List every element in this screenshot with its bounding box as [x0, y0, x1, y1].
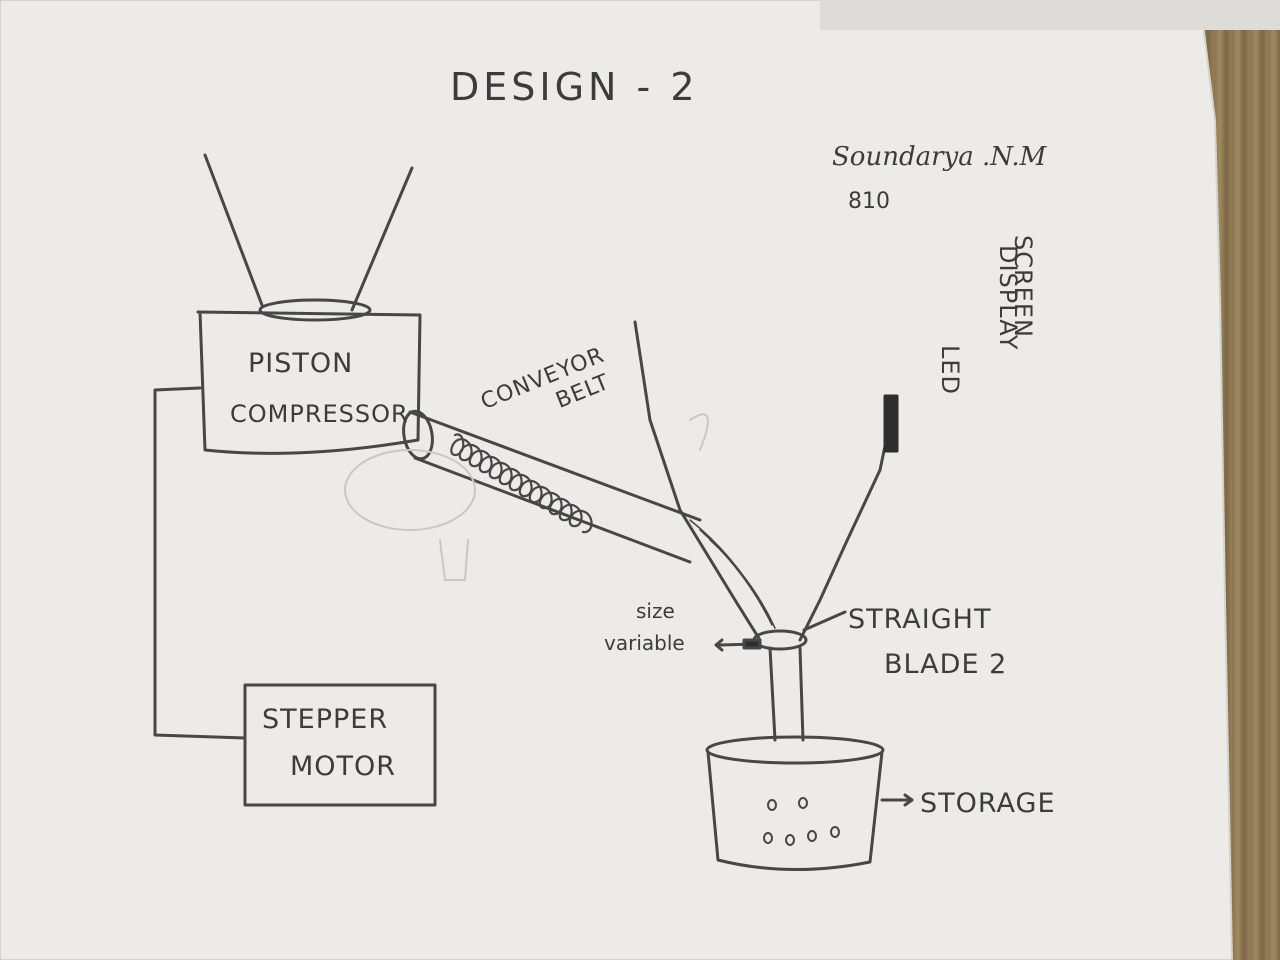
size-label: size — [636, 599, 675, 623]
blade-label: BLADE 2 — [884, 649, 1007, 680]
erased-pencil-marks — [344, 413, 709, 581]
stepper-label: STEPPER — [262, 704, 388, 735]
cutting-funnel — [633, 320, 899, 642]
display-label: DISPLAY — [994, 245, 1022, 350]
compressor-label: COMPRESSOR — [230, 400, 409, 428]
hopper-funnel — [203, 153, 414, 322]
variable-label: variable — [604, 631, 685, 655]
paper-top-strip — [820, 0, 1280, 30]
discharge-tube — [768, 646, 805, 742]
storage-label: STORAGE — [920, 788, 1056, 819]
storage-container — [705, 735, 914, 872]
author-name: Soundarya .N.M — [832, 142, 1048, 172]
straight-label: STRAIGHT — [848, 604, 991, 635]
stepper-motor-box — [243, 683, 437, 807]
control-wire — [153, 386, 247, 740]
stored-product-dots — [763, 797, 840, 846]
piston-compressor-box — [196, 310, 422, 455]
screen-label: SCREEN — [1009, 235, 1037, 338]
author-number: 810 — [848, 189, 890, 214]
design-title: DESIGN - 2 — [450, 65, 699, 109]
motor-label: MOTOR — [290, 751, 396, 782]
piston-label: PISTON — [248, 348, 353, 379]
straight-blade — [714, 610, 847, 652]
led-label: LED — [936, 345, 964, 395]
conveyor-belt — [402, 409, 776, 629]
